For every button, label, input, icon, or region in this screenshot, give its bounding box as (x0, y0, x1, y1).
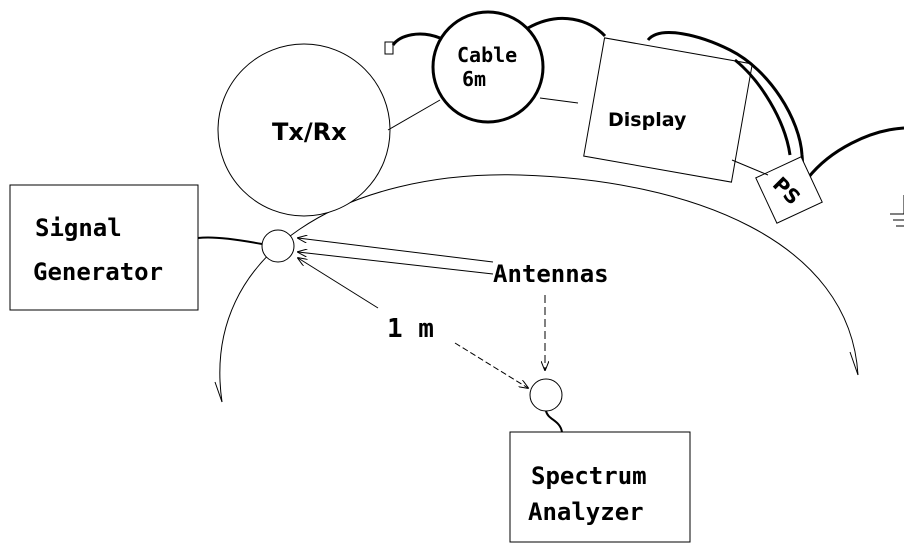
ground-icon (890, 195, 904, 227)
signal-generator-label-line1: Signal (35, 214, 122, 242)
distance-line-to-receive (454, 342, 528, 388)
power-supply (755, 156, 823, 224)
arc-end-left-tick (214, 381, 223, 403)
cable-display-to-ps (734, 58, 792, 156)
cable-coil (431, 10, 545, 124)
receive-antenna (529, 378, 563, 412)
spectrum-analyzer-label-line1: Spectrum (531, 462, 647, 490)
spectrum-analyzer-label-line2: Analyzer (528, 498, 644, 526)
line-display-to-ps (731, 159, 769, 176)
arrow-antennas-to-transmit-top (298, 238, 494, 263)
cable-coil-to-display (527, 16, 607, 38)
cable-label-line1: Cable (457, 43, 517, 67)
display-label: Display (608, 109, 687, 131)
test-area-arc (219, 174, 859, 403)
display-unit (583, 37, 753, 183)
distance-label: 1 m (387, 314, 434, 344)
cable-display-to-ground (646, 31, 904, 182)
cable-siggen-to-antenna (197, 236, 263, 245)
signal-generator-label-line2: Generator (33, 258, 163, 286)
line-txrx-to-coil (387, 99, 441, 131)
txrx-connector (384, 41, 394, 55)
line-coil-to-display (539, 97, 579, 104)
spectrum-analyzer (509, 431, 691, 543)
arc-end-right-tick (849, 351, 859, 376)
signal-generator (9, 184, 199, 311)
transmit-antenna (261, 229, 295, 263)
cable-antenna-to-analyzer (545, 410, 563, 433)
cable-txrx-to-coil (391, 32, 441, 46)
cable-label-line2: 6m (462, 67, 486, 91)
distance-line-to-transmit (298, 258, 379, 309)
txrx-unit (217, 43, 391, 217)
arrow-antennas-to-transmit-bottom (298, 252, 494, 275)
txrx-label: Tx/Rx (272, 118, 347, 146)
antennas-label: Antennas (493, 260, 609, 288)
